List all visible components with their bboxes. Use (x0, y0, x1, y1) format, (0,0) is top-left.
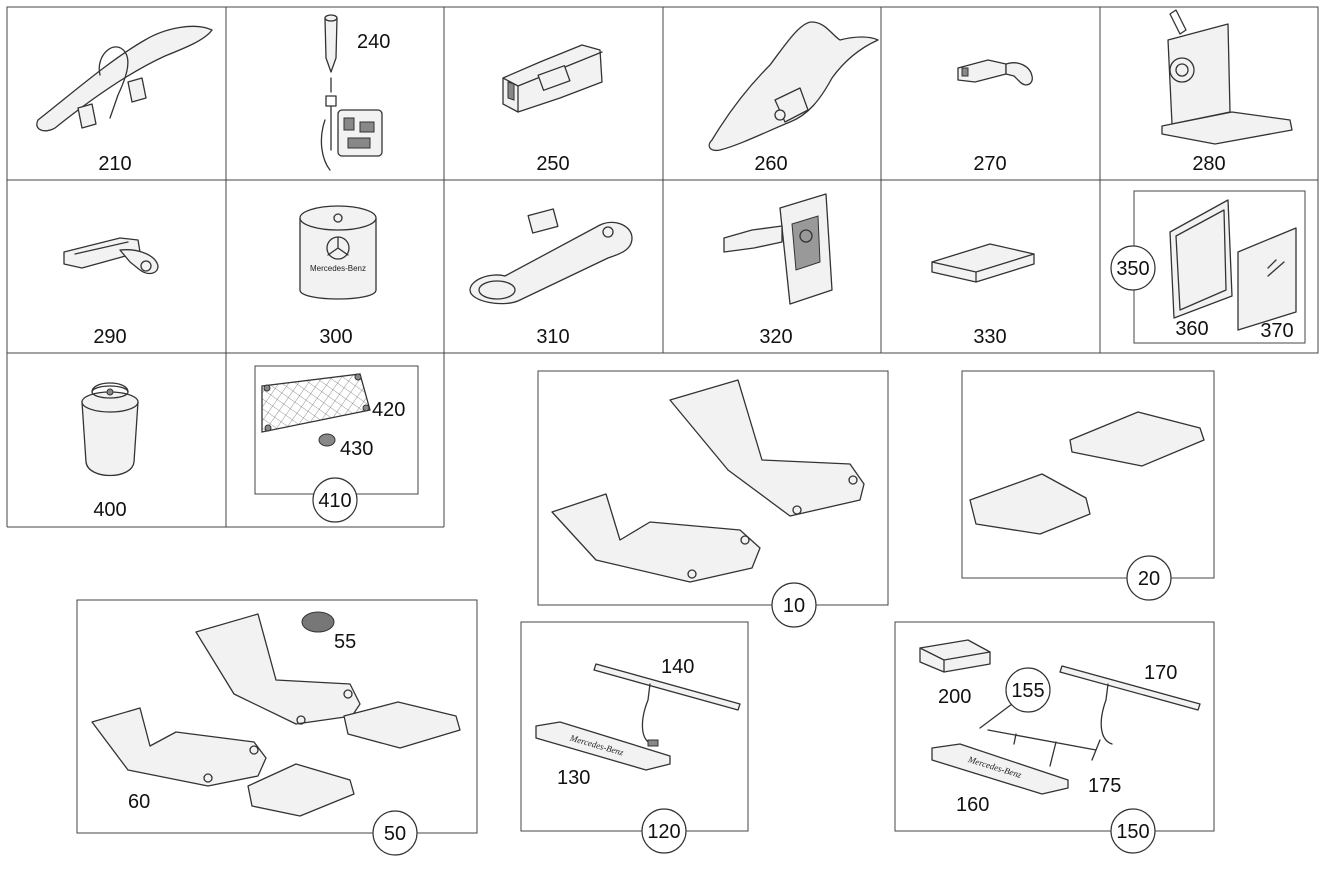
label-55: 55 (334, 631, 356, 653)
label-210: 210 (98, 153, 131, 175)
label-160: 160 (956, 794, 989, 816)
label-400: 400 (93, 499, 126, 521)
parts-grid (6, 6, 1319, 528)
label-50: 50 (384, 823, 406, 845)
label-420: 420 (372, 399, 405, 421)
label-120: 120 (647, 821, 680, 843)
label-10: 10 (783, 595, 805, 617)
part-20-floor-mats-rear: 20 (961, 370, 1215, 601)
part-320-phone-holder: 320 (723, 193, 833, 348)
label-140: 140 (661, 656, 694, 678)
part-250-base-module: 250 (502, 44, 603, 175)
brand-text: Mercedes-Benz (310, 264, 366, 273)
label-200: 200 (938, 686, 971, 708)
part-10-floor-mats-front: 10 (537, 370, 889, 628)
label-410: 410 (318, 490, 351, 512)
part-330-cloth: 330 (931, 243, 1035, 348)
label-130: 130 (557, 767, 590, 789)
label-360: 360 (1175, 318, 1208, 340)
part-240-stylus-and-module: 240 (320, 14, 390, 171)
part-50-floor-mat-set: 55 60 50 (76, 599, 478, 856)
part-300-fragrance-cylinder: Mercedes-Benz 300 (299, 205, 377, 348)
label-270: 270 (973, 153, 1006, 175)
label-20: 20 (1138, 568, 1160, 590)
label-430: 430 (340, 438, 373, 460)
label-170: 170 (1144, 662, 1177, 684)
part-400-cup-holder: 400 (81, 382, 139, 521)
label-260: 260 (754, 153, 787, 175)
label-370: 370 (1260, 320, 1293, 342)
kit-frame-150 (894, 621, 1215, 832)
label-300: 300 (319, 326, 352, 348)
label-240: 240 (357, 31, 390, 53)
label-330: 330 (973, 326, 1006, 348)
label-250: 250 (536, 153, 569, 175)
label-280: 280 (1192, 153, 1225, 175)
kit-frame-20 (961, 370, 1215, 579)
label-155: 155 (1011, 680, 1044, 702)
part-120-sill-panel-set: Mercedes-Benz 140 130 120 (520, 621, 749, 854)
part-290-holder-plate: 290 (63, 237, 159, 348)
part-210-coat-hanger: 210 (36, 25, 213, 175)
part-310-arm-mount: 310 (469, 208, 633, 348)
label-150: 150 (1116, 821, 1149, 843)
part-350-tablet-kit: 350 360 370 (1110, 190, 1306, 344)
part-280-tablet-stand: 280 (1161, 9, 1293, 175)
part-150-sill-panel-kit: Mercedes-Benz 155 170 200 175 160 150 (894, 621, 1215, 854)
label-320: 320 (759, 326, 792, 348)
part-410-net-kit: 420 430 410 (254, 365, 419, 523)
part-270-clip-adapter: 270 (957, 59, 1033, 175)
kit-frame-120 (520, 621, 749, 832)
kit-frame-50 (76, 599, 478, 834)
kit-frame-10 (537, 370, 889, 606)
label-60: 60 (128, 791, 150, 813)
part-260-holder-arm: 260 (708, 21, 879, 175)
label-310: 310 (536, 326, 569, 348)
label-290: 290 (93, 326, 126, 348)
label-350: 350 (1116, 258, 1149, 280)
label-175: 175 (1088, 775, 1121, 797)
